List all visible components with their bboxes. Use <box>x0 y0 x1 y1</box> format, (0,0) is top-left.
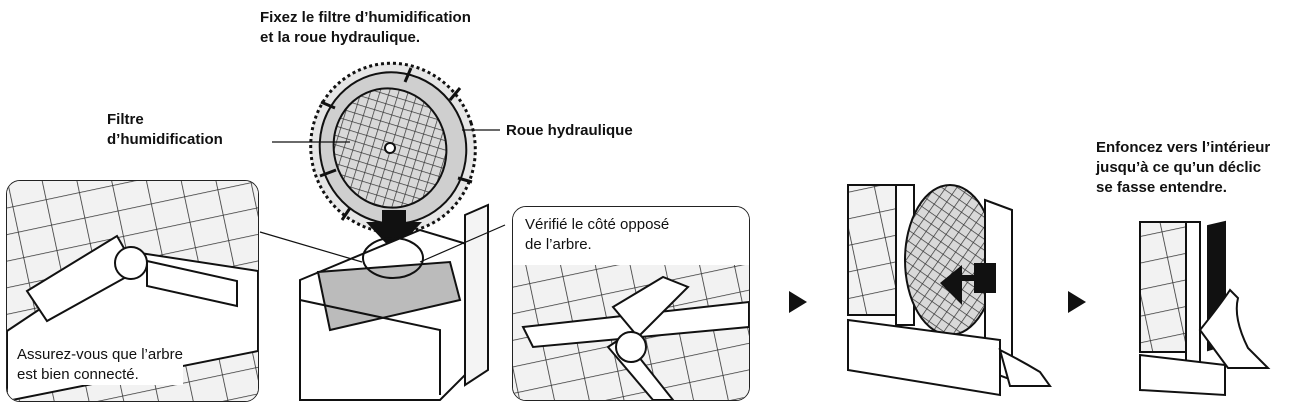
push-note-line1: Enfoncez vers l’intérieur <box>1096 139 1271 156</box>
callout-shaft-opposite-side: Vérifié le côté opposé de l’arbre. <box>512 206 750 401</box>
callout-right-line1: Vérifié le côté opposé <box>525 216 670 233</box>
step-title-line2: et la roue hydraulique. <box>260 29 421 46</box>
callout-shaft-connection: Assurez-vous que l’arbre est bien connec… <box>6 180 259 402</box>
filter-label-line2: d’humidification <box>107 131 223 148</box>
callout-left-line1: Assurez-vous que l’arbre <box>17 346 183 363</box>
callout-right-text: Vérifié le côté opposé de l’arbre. <box>525 215 670 255</box>
base-tray <box>299 203 489 401</box>
insert-down-arrow <box>366 210 422 252</box>
step-title: Fixez le filtre d’humidification et la r… <box>260 8 471 48</box>
callout-right-pointer <box>419 224 506 263</box>
push-note-line3: se fasse entendre. <box>1096 179 1227 196</box>
filter-label-line1: Filtre <box>107 111 144 128</box>
next-step-arrow-2 <box>1068 291 1086 313</box>
next-step-arrow <box>789 291 807 313</box>
callout-left-text: Assurez-vous que l’arbre est bien connec… <box>17 345 183 385</box>
unit-step3 <box>1139 220 1271 397</box>
water-wheel <box>309 61 477 235</box>
wheel-label: Roue hydraulique <box>506 122 633 139</box>
filter-label: Filtre d’humidification <box>107 110 223 150</box>
unit-step2 <box>847 184 1052 397</box>
push-note-line2: jusqu’à ce qu’un déclic <box>1096 159 1262 176</box>
push-instruction: Enfoncez vers l’intérieur jusqu’à ce qu’… <box>1096 138 1270 198</box>
callout-left-pointer <box>259 231 363 263</box>
step-title-line1: Fixez le filtre d’humidification <box>260 9 471 26</box>
callout-right-line2: de l’arbre. <box>525 236 592 253</box>
callout-left-line2: est bien connecté. <box>17 366 139 383</box>
